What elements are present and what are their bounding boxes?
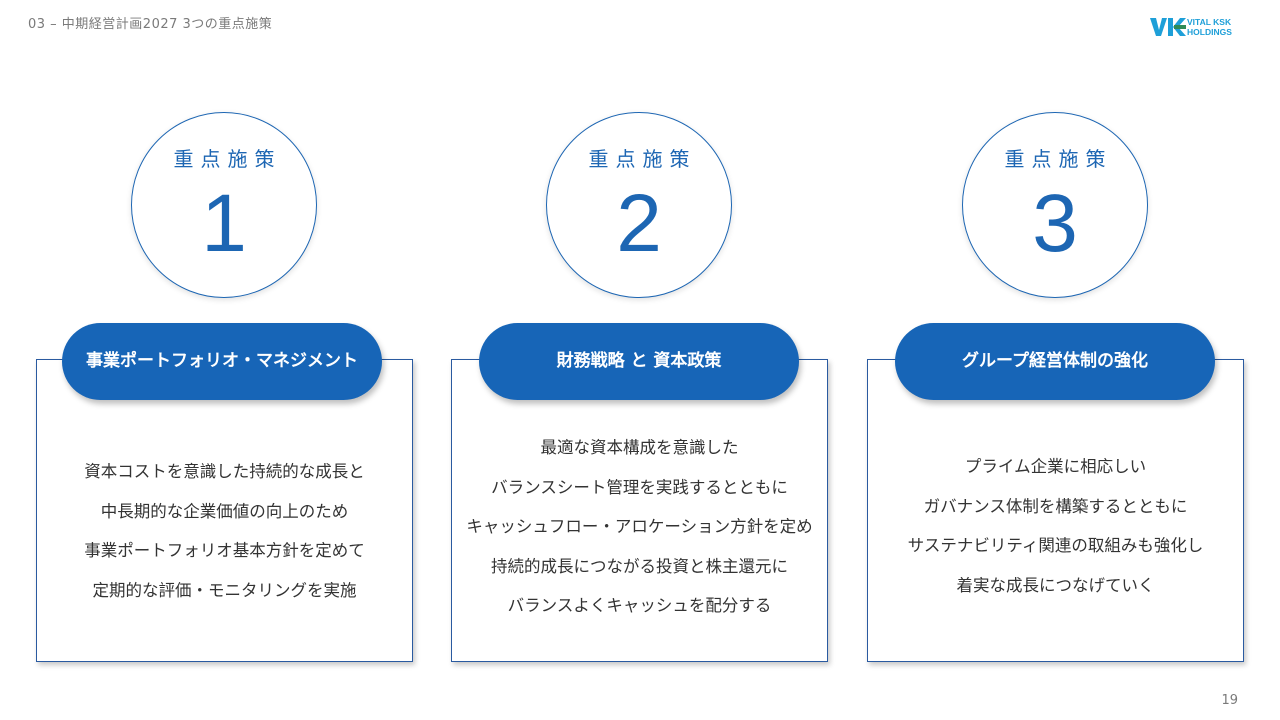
pillar-3-line-1: プライム企業に相応しい [964,457,1147,476]
pillar-2-line-2: バランスシート管理を実践するとともに [491,477,788,497]
logo-text: VITAL KSK HOLDINGS [1187,17,1232,37]
pillar-3-description: プライム企業に相応しい ガバナンス体制を構築するとともに サステナビリティ関連の… [868,447,1243,605]
pillar-3-card: プライム企業に相応しい ガバナンス体制を構築するとともに サステナビリティ関連の… [867,359,1244,662]
pillar-3-label: 重点施策 [1004,147,1113,171]
pillar-2-label: 重点施策 [588,147,697,171]
pillar-2-line-4: 持続的成長につながる投資と株主還元に [491,556,788,576]
pillar-3-line-2: ガバナンス体制を構築するとともに [923,496,1188,516]
pillar-1-line-2: 中長期的な企業価値の向上のため [100,501,349,521]
pillar-1-description: 資本コストを意識した持続的な成長と 中長期的な企業価値の向上のため 事業ポートフ… [37,452,412,610]
pillar-2-number: 2 [616,178,662,269]
pillar-2-line-1: 最適な資本構成を意識した [540,438,739,457]
pillar-1-title: 事業ポートフォリオ・マネジメント [62,323,382,400]
pillar-1-label: 重点施策 [173,147,282,171]
pillar-1-number: 1 [201,178,247,269]
pillar-2-line-3: キャッシュフロー・アロケーション方針を定め [466,517,813,536]
pillar-1-card: 資本コストを意識した持続的な成長と 中長期的な企業価値の向上のため 事業ポートフ… [36,359,413,662]
pillar-2-card: 最適な資本構成を意識した バランスシート管理を実践するとともに キャッシュフロー… [451,359,828,662]
pillar-2-line-5: バランスよくキャッシュを配分する [507,596,772,615]
page-number: 19 [1221,693,1238,708]
pillar-1-line-1: 資本コストを意識した持続的な成長と [84,462,365,481]
pillar-3-badge: 重点施策 3 [962,112,1148,298]
pillar-3-number: 3 [1032,178,1078,269]
pillar-3-title: グループ経営体制の強化 [895,323,1215,400]
breadcrumb: 03 – 中期経営計画2027 3つの重点施策 [28,17,273,32]
pillar-1-badge: 重点施策 1 [131,112,317,298]
logo-line-1: VITAL KSK [1187,17,1232,27]
pillar-1-line-4: 定期的な評価・モニタリングを実施 [92,580,357,600]
pillar-1-line-3: 事業ポートフォリオ基本方針を定めて [84,541,365,560]
pillar-2-title: 財務戦略 と 資本政策 [479,323,799,400]
logo-line-2: HOLDINGS [1187,26,1232,37]
pillar-3-line-3: サステナビリティ関連の取組みも強化し [907,536,1204,555]
pillar-2-description: 最適な資本構成を意識した バランスシート管理を実践するとともに キャッシュフロー… [452,428,827,626]
company-logo: VITAL KSK HOLDINGS [1150,17,1250,39]
pillar-2-badge: 重点施策 2 [546,112,732,298]
pillar-3-line-4: 着実な成長につなげていく [956,575,1155,595]
logo-mark-icon [1150,18,1186,36]
